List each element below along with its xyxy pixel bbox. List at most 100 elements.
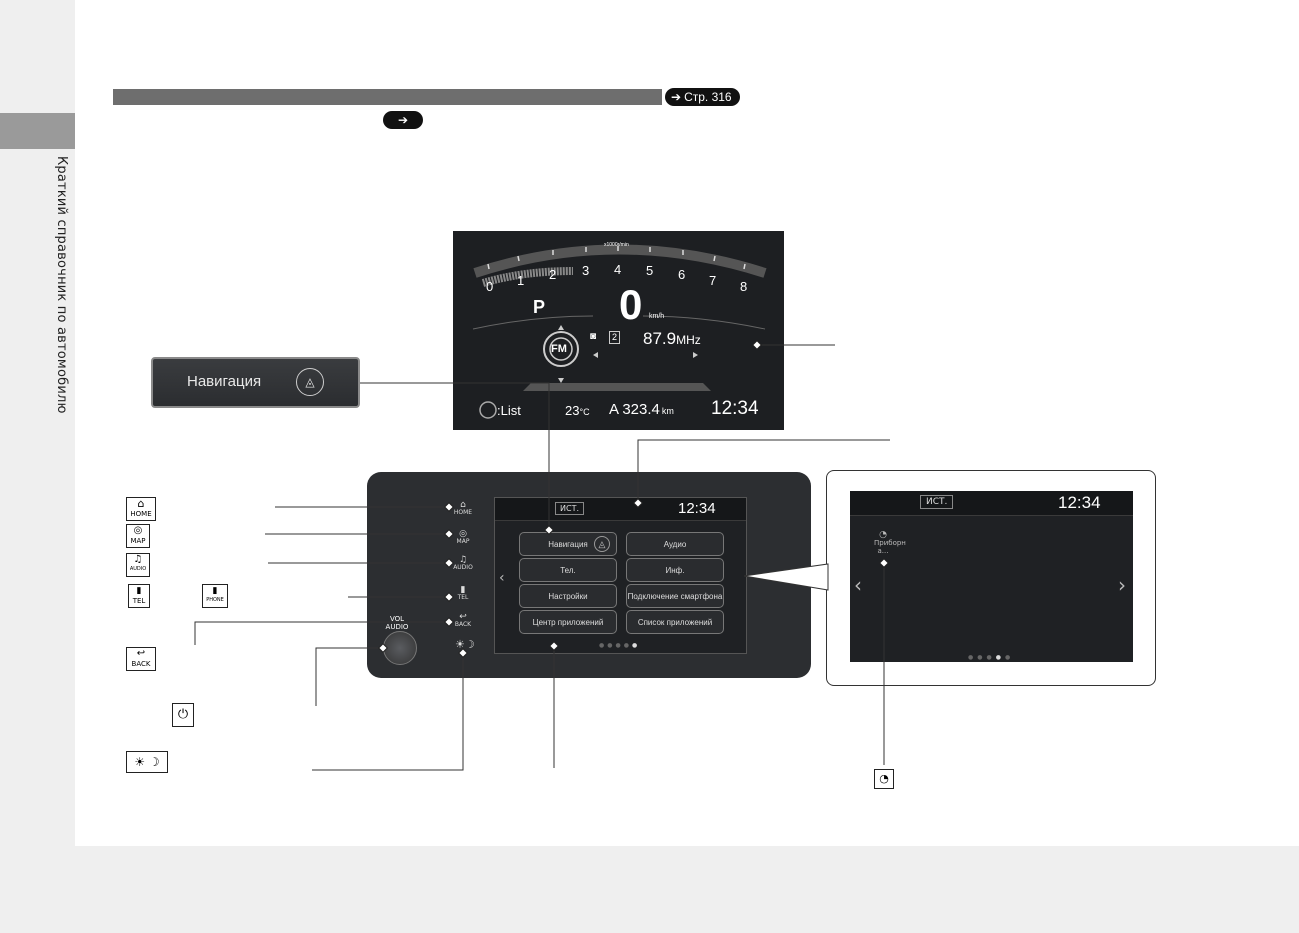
frequency-readout: 87.9MHz: [643, 329, 701, 349]
navigation-button[interactable]: Навигация ◬: [519, 532, 617, 556]
map-icon-label: MAP: [130, 537, 146, 545]
audio-key-label: AUDIO: [453, 564, 473, 571]
sidebar: [0, 0, 75, 933]
tel-key-label: TEL: [457, 594, 469, 601]
page-dots: ●●●●●: [599, 642, 641, 649]
section-header-bar: [113, 89, 662, 105]
gauge-icon: ◔: [879, 530, 887, 540]
footer-band: [75, 846, 1299, 933]
navigation-button-label: Навигация: [548, 539, 588, 549]
meter-clock: 12:34: [711, 398, 759, 419]
audio-icon-label: AUDIO: [129, 566, 147, 572]
sidebar-tab: [0, 113, 75, 149]
settings-button-label: Настройки: [548, 591, 588, 601]
gauge-icon: ◔: [874, 769, 894, 789]
navigation-popup: Навигация ◬: [151, 357, 360, 408]
map-key-label: MAP: [456, 538, 470, 545]
trip-unit: km: [661, 406, 674, 416]
power-icon: ⏻: [172, 703, 194, 727]
sidebar-title: Краткий справочник по автомобилю: [54, 156, 69, 414]
tach-number: 3: [582, 263, 590, 278]
speed-unit: km/h: [649, 313, 665, 320]
arrow-icon: ➔: [671, 90, 682, 104]
back-key-label: BACK: [454, 621, 472, 628]
list-label: :List: [497, 403, 521, 418]
map-icon: ◎MAP: [126, 524, 150, 548]
touch-screen: ИСТ. 12:34 Навигация ◬ Аудио Тел. Инф. На…: [494, 497, 747, 654]
phone-icon-label: PHONE: [206, 597, 224, 603]
app-list-button[interactable]: Список приложений: [626, 610, 724, 634]
tach-number: 2: [549, 267, 557, 282]
tel-key[interactable]: ▮TEL: [451, 586, 475, 602]
page-left-arrow[interactable]: ‹: [499, 570, 505, 586]
radio-icon: ◙: [590, 331, 597, 342]
frequency-unit: MHz: [676, 333, 701, 347]
map-key[interactable]: ◎MAP: [451, 530, 475, 546]
back-icon: ↩BACK: [126, 647, 156, 671]
day-night-icon: ☀ ☽: [126, 751, 168, 773]
navigation-icon: ◬: [296, 368, 324, 396]
tach-label: x1000r/min: [604, 242, 629, 248]
audio-key[interactable]: ♫AUDIO: [451, 556, 475, 572]
speed-value: 0: [619, 281, 643, 328]
phone-button-label: Тел.: [560, 565, 576, 575]
tach-number: 1: [517, 273, 525, 288]
vol-text: VOL: [389, 615, 405, 623]
smartphone-connect-label: Подключение смартфона: [627, 591, 723, 601]
tach-number: 8: [740, 279, 748, 294]
vol-sub-text: AUDIO: [385, 623, 409, 631]
temperature-readout: 23°C: [565, 403, 590, 418]
frequency-value: 87.9: [643, 329, 677, 348]
trip-value: A 323.4: [609, 401, 660, 418]
home-icon: ⌂HOME: [126, 497, 156, 521]
source-tab[interactable]: ИСТ.: [555, 502, 584, 515]
day-night-button[interactable]: ☀☽: [455, 638, 475, 651]
zoomed-left-arrow[interactable]: ‹: [854, 573, 862, 597]
zoomed-clock: 12:34: [1058, 493, 1101, 512]
phone-icon: ▮PHONE: [202, 584, 228, 608]
phone-button[interactable]: Тел.: [519, 558, 617, 582]
smartphone-connect-button[interactable]: Подключение смартфона: [626, 584, 724, 608]
instrument-app-label: Приборн а...: [874, 539, 906, 555]
zoomed-page-dots: ●●●●●: [968, 654, 1015, 661]
screen-clock: 12:34: [678, 500, 716, 517]
back-key[interactable]: ↩BACK: [451, 613, 475, 629]
radio-band: FM: [551, 343, 567, 355]
zoomed-right-arrow[interactable]: ›: [1118, 573, 1126, 597]
gear-indicator: P: [533, 297, 546, 317]
app-center-label: Центр приложений: [532, 617, 604, 627]
tach-number: 4: [614, 262, 622, 277]
home-icon-label: HOME: [130, 510, 152, 518]
audio-icon: ♫AUDIO: [126, 553, 150, 577]
app-center-button[interactable]: Центр приложений: [519, 610, 617, 634]
temperature-unit: °C: [579, 407, 590, 417]
navigation-icon: ◬: [594, 536, 610, 552]
preset-number: 2: [609, 331, 621, 344]
home-key-label: HOME: [453, 509, 473, 516]
tel-icon: ▮TEL: [128, 584, 150, 608]
info-button[interactable]: Инф.: [626, 558, 724, 582]
back-icon-label: BACK: [131, 660, 151, 668]
audio-button-label: Аудио: [663, 539, 687, 549]
page-reference-text: Стр. 316: [684, 90, 732, 104]
settings-button[interactable]: Настройки: [519, 584, 617, 608]
page-reference-link[interactable]: ➔Стр. 316: [665, 88, 740, 106]
vol-audio-knob[interactable]: [383, 631, 417, 665]
audio-button[interactable]: Аудио: [626, 532, 724, 556]
tach-number: 5: [646, 263, 654, 278]
zoom-pointer: [744, 563, 829, 591]
arrow-icon: ➔: [383, 111, 423, 129]
tach-number: 7: [709, 273, 717, 288]
tel-icon-label: TEL: [132, 597, 146, 605]
instrument-app-icon[interactable]: ◔Приборн а...: [874, 530, 906, 556]
tach-number: 6: [678, 267, 686, 282]
info-button-label: Инф.: [665, 565, 685, 575]
meter-graphics: [472, 244, 767, 419]
home-key[interactable]: ⌂HOME: [451, 501, 475, 517]
zoomed-source-tab[interactable]: ИСТ.: [920, 495, 954, 509]
navigation-popup-label: Навигация: [187, 373, 262, 390]
